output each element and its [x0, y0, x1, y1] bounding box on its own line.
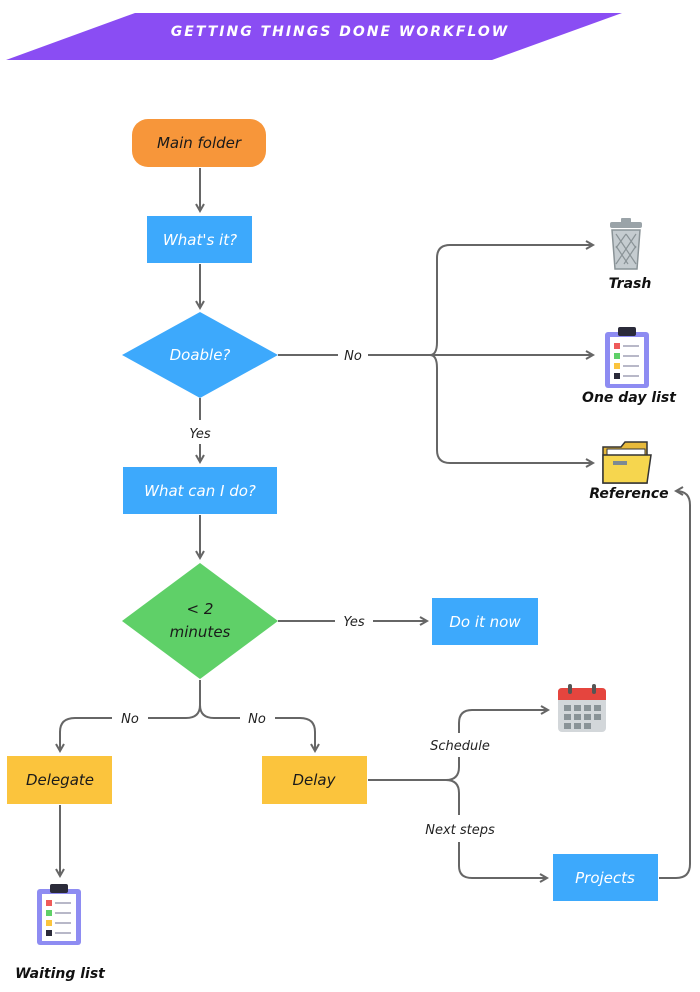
edge-to-calendar — [458, 710, 548, 733]
node-delegate[interactable]: Delegate — [7, 756, 112, 804]
node-whats-it-label: What's it? — [163, 231, 237, 249]
node-main-folder[interactable]: Main folder — [132, 119, 266, 167]
node-delegate-label: Delegate — [26, 771, 94, 789]
edge-2min-no-right — [199, 704, 315, 751]
edge-delay-out — [368, 757, 460, 781]
node-two-minutes-label-line1: < 2 — [187, 600, 214, 618]
node-two-minutes-decision[interactable]: < 2 minutes — [122, 563, 278, 679]
title-banner — [6, 13, 622, 60]
node-projects[interactable]: Projects — [553, 854, 658, 901]
one-day-list-label: One day list — [582, 390, 677, 406]
edge-projects-to-reference — [659, 491, 691, 879]
diagram-title: GETTING THINGS DONE WORKFLOW — [170, 24, 510, 40]
folder-icon — [602, 441, 652, 484]
edge-delay-nextsteps — [445, 779, 547, 878]
edge-to-reference — [429, 354, 593, 463]
clipboard-checklist-icon — [37, 884, 81, 945]
trash-can-icon — [610, 218, 642, 270]
edge-label-2min-no-right: No — [248, 712, 266, 727]
node-delay[interactable]: Delay — [262, 756, 367, 804]
node-delay-label: Delay — [292, 771, 336, 789]
edge-label-schedule: Schedule — [430, 739, 490, 754]
node-do-it-now[interactable]: Do it now — [432, 598, 538, 645]
calendar-icon — [558, 684, 606, 732]
node-projects-label: Projects — [575, 869, 635, 887]
node-what-can-i-do[interactable]: What can I do? — [123, 467, 277, 514]
edge-label-next-steps: Next steps — [425, 823, 495, 838]
edge-to-trash — [429, 245, 593, 356]
node-whats-it[interactable]: What's it? — [147, 216, 252, 263]
node-two-minutes-label-line2: minutes — [170, 623, 231, 641]
node-doable-label: Doable? — [170, 346, 231, 364]
waiting-list-label: Waiting list — [15, 966, 106, 982]
clipboard-checklist-icon — [605, 327, 649, 388]
edge-label-doable-no: No — [344, 349, 362, 364]
reference-label: Reference — [589, 486, 668, 502]
node-doable-decision[interactable]: Doable? — [122, 312, 278, 398]
node-main-folder-label: Main folder — [157, 134, 242, 152]
edge-label-2min-yes: Yes — [343, 615, 365, 630]
trash-label: Trash — [609, 276, 652, 292]
node-do-it-now-label: Do it now — [449, 613, 521, 631]
edge-label-2min-no-left: No — [121, 712, 139, 727]
node-what-can-i-do-label: What can I do? — [144, 482, 256, 500]
connectors — [60, 168, 691, 879]
edge-label-doable-yes: Yes — [189, 427, 211, 442]
